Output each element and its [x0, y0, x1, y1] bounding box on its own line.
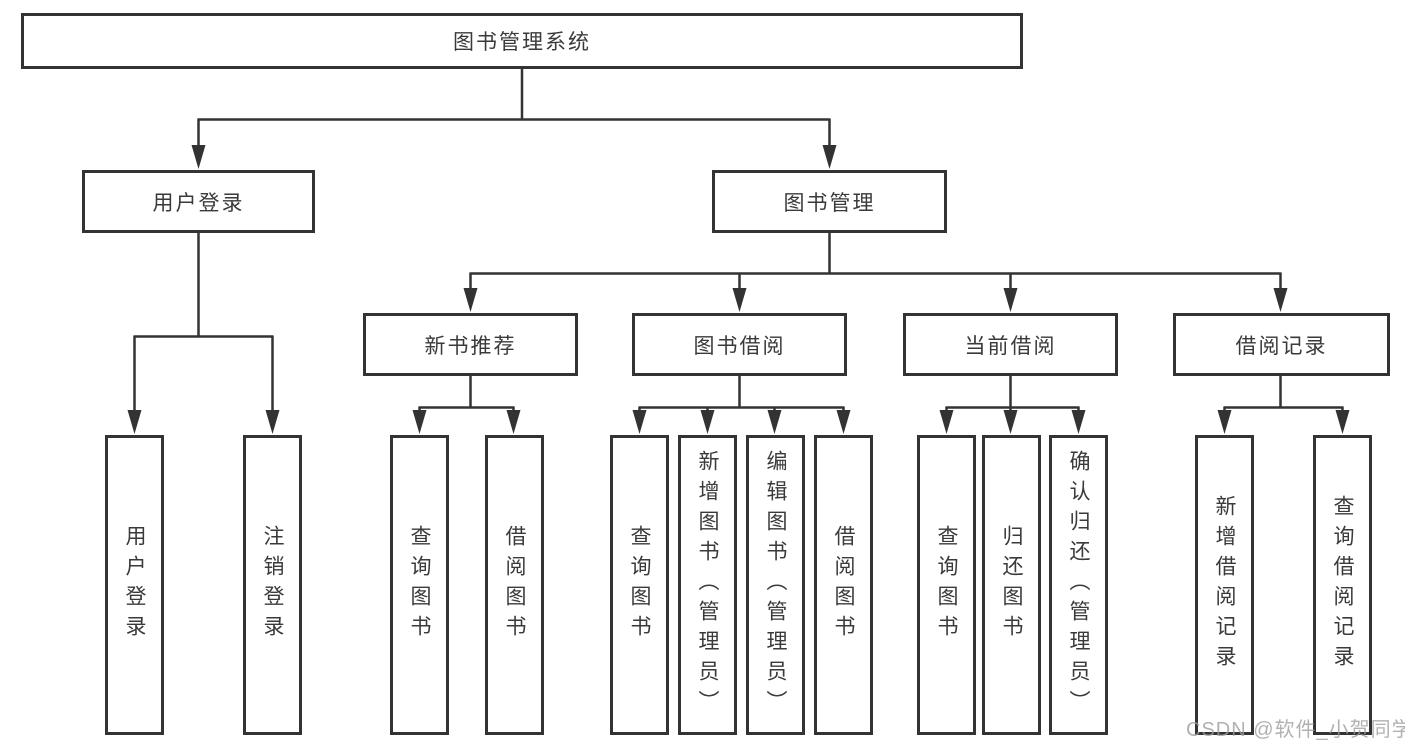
node-label: 新增图书（管理员）	[696, 450, 719, 720]
node-label: 当前借阅	[964, 334, 1057, 358]
node-label: 新书推荐	[424, 334, 517, 358]
node-root-library-system: 图书管理系统	[21, 13, 1023, 69]
node-label: 图书管理系统	[453, 31, 591, 54]
node-label: 借阅记录	[1235, 334, 1328, 358]
leaf-confirm-return-admin: 确认归还（管理员）	[1049, 435, 1108, 735]
node-user-login-group: 用户登录	[82, 170, 315, 233]
node-label: 用户登录	[123, 525, 146, 645]
node-label: 归还图书	[1000, 525, 1023, 645]
node-label: 借阅图书	[832, 525, 855, 645]
node-label: 查询图书	[628, 525, 651, 645]
node-label: 用户登录	[152, 191, 245, 215]
leaf-borrow-books-borrowing: 借阅图书	[814, 435, 873, 735]
node-book-borrowing: 图书借阅	[632, 313, 847, 376]
leaf-query-borrow-record: 查询借阅记录	[1313, 435, 1372, 735]
node-new-book-recommend: 新书推荐	[363, 313, 578, 376]
node-label: 新增借阅记录	[1213, 495, 1236, 675]
node-label: 注销登录	[261, 525, 284, 645]
node-label: 借阅图书	[503, 525, 526, 645]
leaf-return-book: 归还图书	[982, 435, 1041, 735]
node-label: 确认归还（管理员）	[1067, 450, 1090, 720]
leaf-query-books-borrowing: 查询图书	[610, 435, 669, 735]
node-book-management-group: 图书管理	[712, 170, 947, 233]
node-label: 查询图书	[935, 525, 958, 645]
csdn-watermark: CSDN @软件_小贺同学	[1186, 719, 1405, 741]
leaf-edit-book-admin: 编辑图书（管理员）	[746, 435, 805, 735]
node-label: 查询借阅记录	[1331, 495, 1354, 675]
node-current-borrowing: 当前借阅	[903, 313, 1118, 376]
node-label: 图书管理	[783, 191, 876, 215]
node-label: 编辑图书（管理员）	[764, 450, 787, 720]
node-label: 图书借阅	[693, 334, 786, 358]
leaf-borrow-books-recommend: 借阅图书	[485, 435, 544, 735]
leaf-query-books-current: 查询图书	[917, 435, 976, 735]
node-label: 查询图书	[408, 525, 431, 645]
node-borrowing-records: 借阅记录	[1173, 313, 1390, 376]
leaf-user-login: 用户登录	[105, 435, 164, 735]
leaf-add-book-admin: 新增图书（管理员）	[678, 435, 737, 735]
leaf-query-books-recommend: 查询图书	[390, 435, 449, 735]
leaf-logout: 注销登录	[243, 435, 302, 735]
leaf-add-borrow-record: 新增借阅记录	[1195, 435, 1254, 735]
